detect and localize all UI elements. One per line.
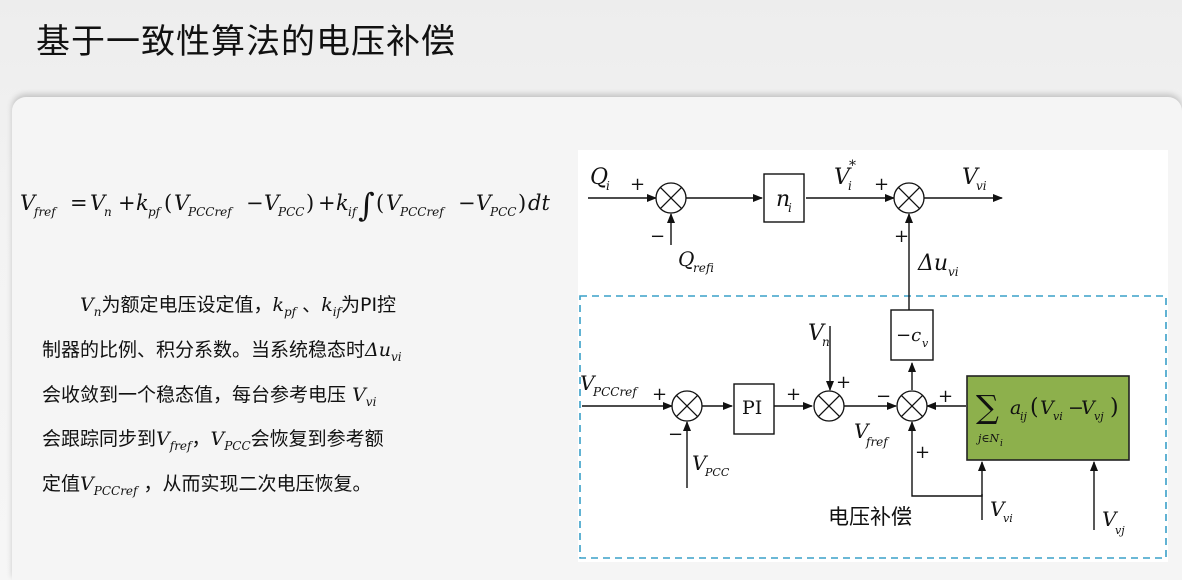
formula-lhs: V (20, 191, 37, 215)
formula-vpcc2-sub: PCC (489, 205, 516, 219)
sign-plus-pi: + (786, 384, 801, 405)
svg-text:vi: vi (948, 265, 959, 279)
svg-text:V: V (1081, 397, 1097, 419)
formula-eq: = (70, 191, 88, 215)
formula-vpccref2: V (386, 191, 403, 215)
fref-formula: V fref = V n + k pf ( V PCCref − V PCC )… (20, 186, 550, 224)
label-aij: a (1010, 397, 1021, 419)
svg-text:vj: vj (1094, 410, 1104, 423)
formula-kpf-sub: pf (148, 205, 163, 219)
sign-plus-pccref: + (652, 384, 667, 405)
sign-minus-comp: − (876, 386, 891, 407)
formula-minus2: − (458, 191, 476, 215)
sum-junction-fref (813, 390, 845, 422)
formula-vpcc1: V (264, 191, 281, 215)
formula-lhs-sub: fref (33, 205, 58, 219)
sign-plus-feedback: + (915, 442, 930, 463)
svg-text:vi: vi (1003, 512, 1013, 525)
sign-plus-vn: + (836, 372, 851, 393)
formula-kif: k (336, 191, 349, 215)
sum-junction-comp (896, 390, 928, 422)
consensus-sum-block (966, 375, 1130, 461)
svg-text:i: i (606, 179, 610, 193)
cv-gain-block (890, 309, 934, 361)
formula-vpccref1: V (174, 191, 191, 215)
sign-plus-du: + (894, 226, 909, 247)
svg-text:V: V (1040, 397, 1056, 419)
pi-block (733, 383, 775, 435)
control-block-diagram: Q i + − Q refi n i V i * + V vi + Δu vi … (578, 150, 1168, 562)
label-vn: V (808, 321, 826, 346)
label-vfref: V (854, 419, 871, 443)
formula-minus1: − (246, 191, 264, 215)
svg-text:vi: vi (976, 179, 987, 193)
label-du: Δu (917, 251, 948, 276)
formula-close1: ) (306, 191, 314, 215)
svg-text:*: * (849, 158, 856, 174)
formula-vpccref2-sub: PCCref (399, 205, 446, 219)
svg-text:fref: fref (865, 435, 890, 449)
desc-line-2: 制器的比例、积分系数。当系统稳态时Δuvi (42, 338, 402, 364)
label-vvj-bottom: V (1102, 507, 1119, 531)
label-ni: n (776, 187, 790, 212)
gain-ni-block (763, 173, 805, 223)
formula-vpcc2: V (476, 191, 493, 215)
label-vpccref: V (580, 371, 597, 395)
diagram-background (578, 150, 1168, 562)
label-cv: −c (896, 325, 921, 346)
svg-text:(: ( (1030, 395, 1039, 420)
consensus-dashed-box (579, 295, 1167, 559)
label-qi: Q (590, 165, 608, 190)
desc-line-3: 会收敛到一个稳态值，每台参考电压 Vvi (42, 383, 377, 409)
sum-junction-q (655, 182, 687, 214)
formula-plus1: + (118, 191, 136, 215)
formula-plus2: + (318, 191, 336, 215)
sign-plus-vistar: + (874, 174, 889, 195)
svg-text:vi: vi (1053, 410, 1063, 423)
label-vvi-out: V (962, 165, 980, 190)
svg-text:vj: vj (1115, 524, 1125, 537)
desc-line-5: 定值VPCCref ，从而实现二次电压恢复。 (42, 473, 372, 498)
sign-plus-sum: + (938, 386, 953, 407)
svg-text:n: n (822, 335, 830, 349)
svg-text:v: v (922, 337, 929, 350)
svg-text:i: i (1000, 439, 1003, 449)
svg-text:PCCref: PCCref (592, 385, 639, 399)
sum-junction-v (893, 182, 925, 214)
label-vistar: V (834, 165, 852, 190)
label-voltage-compensation: 电压补偿 (828, 505, 912, 529)
formula-vn-sub: n (104, 205, 112, 219)
sum-junction-pcc (671, 390, 703, 422)
formula-vpccref1-sub: PCCref (187, 205, 234, 219)
svg-text:PCC: PCC (704, 466, 730, 479)
formula-kif-sub: if (348, 205, 359, 219)
svg-text:j∈N: j∈N (975, 432, 1000, 445)
svg-text:ij: ij (1020, 410, 1028, 423)
formula-close2: ) (518, 191, 526, 215)
formula-kpf: k (136, 191, 149, 215)
svg-text:i: i (788, 201, 792, 215)
svg-text:−: − (1068, 397, 1084, 419)
formula-integral: ∫ (358, 186, 375, 224)
description-text: Vn为额定电压设定值，kpf 、kif为PI控 制器的比例、积分系数。当系统稳态… (42, 286, 562, 510)
formula-open2: ( (376, 191, 384, 215)
formula-dt: dt (528, 191, 550, 215)
label-vvi-bottom: V (990, 497, 1007, 521)
label-vpcc: V (692, 451, 709, 475)
svg-text:i: i (848, 179, 852, 193)
label-sum-symbol: ∑ (976, 388, 999, 426)
label-pi: PI (742, 397, 762, 419)
svg-text:): ) (1110, 395, 1119, 420)
desc-line-1: Vn为额定电压设定值，kpf 、kif为PI控 (80, 294, 397, 319)
svg-text:refi: refi (693, 261, 714, 275)
sign-plus-q: + (630, 174, 645, 195)
label-qrefi: Q (678, 247, 694, 271)
sign-minus-pcc: − (668, 424, 683, 445)
desc-line-4: 会跟踪同步到Vfref，VPCC会恢复到参考额 (42, 428, 384, 454)
formula-vpcc1-sub: PCC (277, 205, 304, 219)
formula-vn: V (90, 191, 107, 215)
page-title: 基于一致性算法的电压补偿 (36, 22, 456, 62)
sign-minus-q: − (650, 226, 665, 247)
formula-open1: ( (164, 191, 172, 215)
